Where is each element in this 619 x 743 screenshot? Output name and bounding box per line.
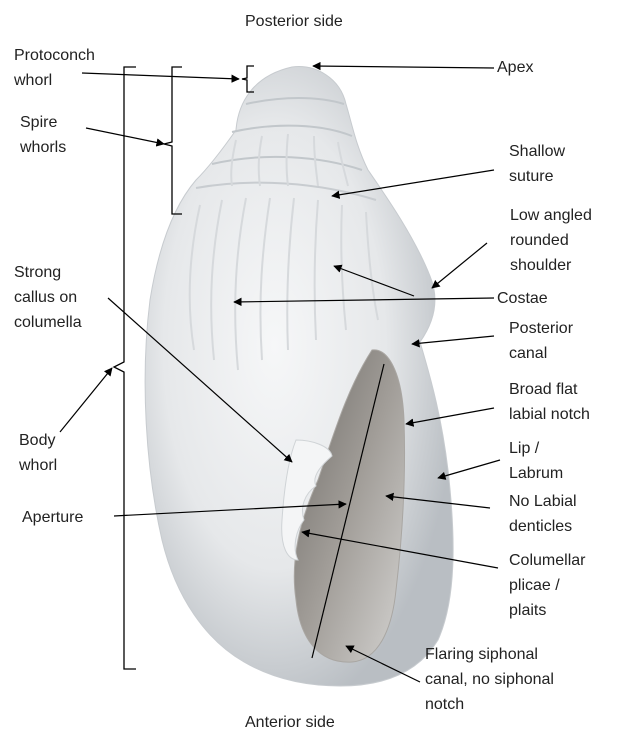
label-aperture: Aperture [22, 505, 83, 530]
label-labial-notch: Broad flat labial notch [509, 377, 590, 427]
label-strong-callus: Strong callus on columella [14, 260, 82, 335]
label-posterior-side: Posterior side [245, 9, 343, 34]
label-anterior-side: Anterior side [245, 710, 335, 735]
label-shoulder: Low angled rounded shoulder [510, 203, 592, 278]
label-spire-whorls: Spire whorls [20, 110, 66, 160]
label-no-denticles: No Labial denticles [509, 489, 577, 539]
label-apex: Apex [497, 55, 533, 80]
label-siphonal: Flaring siphonal canal, no siphonal notc… [425, 642, 554, 717]
label-lip: Lip / Labrum [509, 436, 563, 486]
label-shallow-suture: Shallow suture [509, 139, 565, 189]
label-body-whorl: Body whorl [19, 428, 57, 478]
label-posterior-canal: Posterior canal [509, 316, 573, 366]
label-plicae: Columellar plicae / plaits [509, 548, 585, 623]
label-costae: Costae [497, 286, 548, 311]
label-protoconch-whorl: Protoconch whorl [14, 43, 95, 93]
